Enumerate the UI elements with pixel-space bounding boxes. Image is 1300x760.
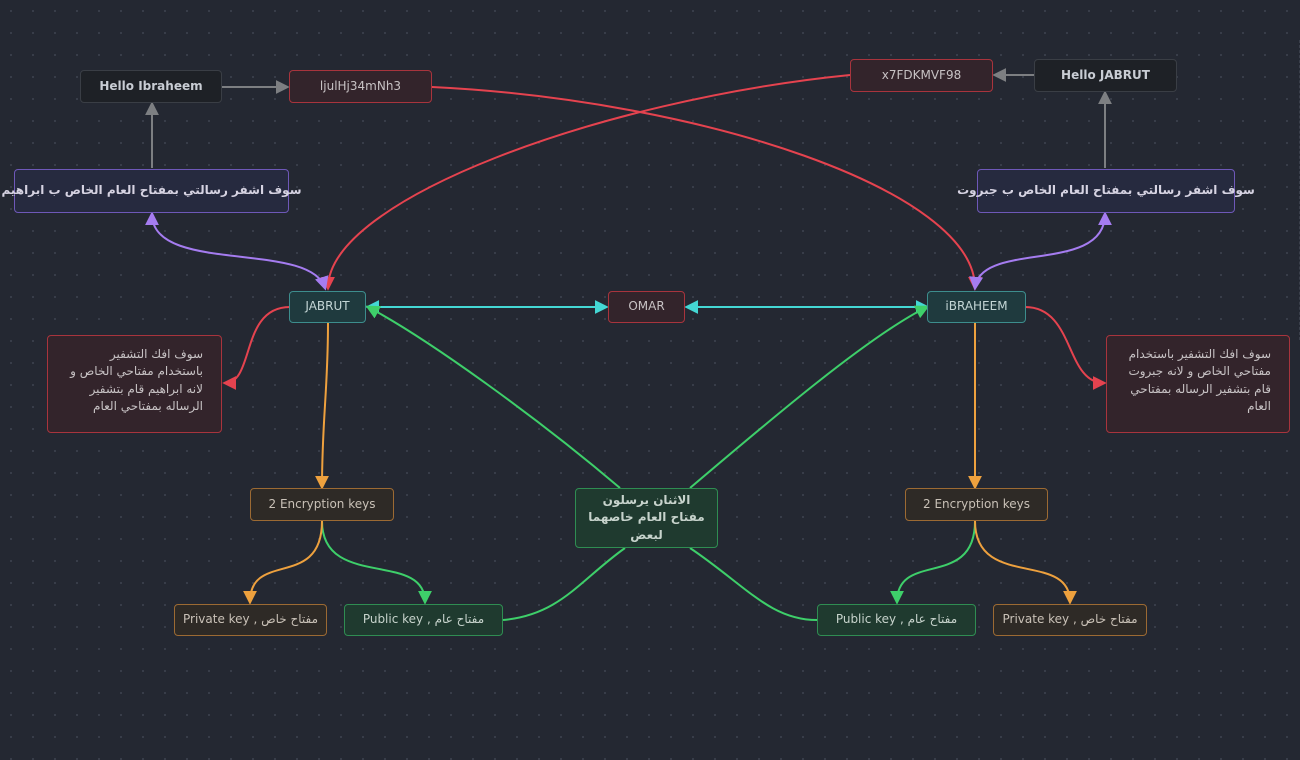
node-hello-ibraheem[interactable]: Hello Ibraheem — [80, 70, 222, 103]
node-cipher-right[interactable]: x7FDKMVF98 — [850, 59, 993, 92]
edge-ibraheem-to-decrypt-right — [1024, 306, 1107, 390]
node-public-right[interactable]: Public key , مفتاح عام — [817, 604, 976, 636]
edge-public-right-to-exchange — [689, 547, 818, 621]
node-omar[interactable]: OMAR — [608, 291, 685, 323]
node-private-right[interactable]: Private key , مفتاح خاص — [993, 604, 1147, 636]
node-ibraheem[interactable]: iBRAHEEM — [927, 291, 1026, 323]
edge-keys-left-to-public — [321, 520, 432, 605]
node-jabrut[interactable]: JABRUT — [289, 291, 366, 323]
node-hello-jabrut[interactable]: Hello JABRUT — [1034, 59, 1177, 92]
edge-jabrut-encrypt-left — [145, 211, 329, 291]
node-exchange[interactable]: الاثنان يرسلون مفتاح العام خاصهما لبعض — [575, 488, 718, 548]
node-public-left[interactable]: Public key , مفتاح عام — [344, 604, 503, 636]
canvas-edge-marker — [1296, 40, 1300, 340]
node-keys-left[interactable]: 2 Encryption keys — [250, 488, 394, 521]
edge-cipher-right-to-jabrut — [321, 74, 851, 291]
edge-cipher-left-to-ibraheem — [431, 86, 982, 291]
edge-keys-right-to-public — [890, 520, 976, 605]
edge-exchange-to-jabrut — [365, 305, 621, 489]
edge-keys-left-to-private — [243, 520, 323, 605]
edge-exchange-to-ibraheem — [689, 305, 930, 489]
edge-keys-right-to-private — [974, 520, 1077, 605]
node-decrypt-right[interactable]: سوف افك التشفير باستخدام مفتاحي الخاص و … — [1106, 335, 1290, 433]
node-encrypt-right[interactable]: سوف اشفر رسالتي بمفتاح العام الخاص ب جبر… — [957, 169, 1255, 213]
node-private-left[interactable]: Private key , مفتاح خاص — [174, 604, 327, 636]
edge-jabrut-to-keys-left — [315, 322, 330, 490]
node-decrypt-left[interactable]: سوف افك التشفير باستخدام مفتاحي الخاص و … — [47, 335, 222, 433]
edge-public-left-to-exchange — [502, 547, 626, 621]
node-keys-right[interactable]: 2 Encryption keys — [905, 488, 1048, 521]
node-encrypt-left[interactable]: سوف اشفر رسالتي بمفتاح العام الخاص ب ابر… — [1, 169, 302, 213]
edge-ibraheem-encrypt-right — [969, 211, 1112, 291]
node-cipher-left[interactable]: ljulHj34mNh3 — [289, 70, 432, 103]
edge-jabrut-to-decrypt-left — [222, 306, 291, 390]
